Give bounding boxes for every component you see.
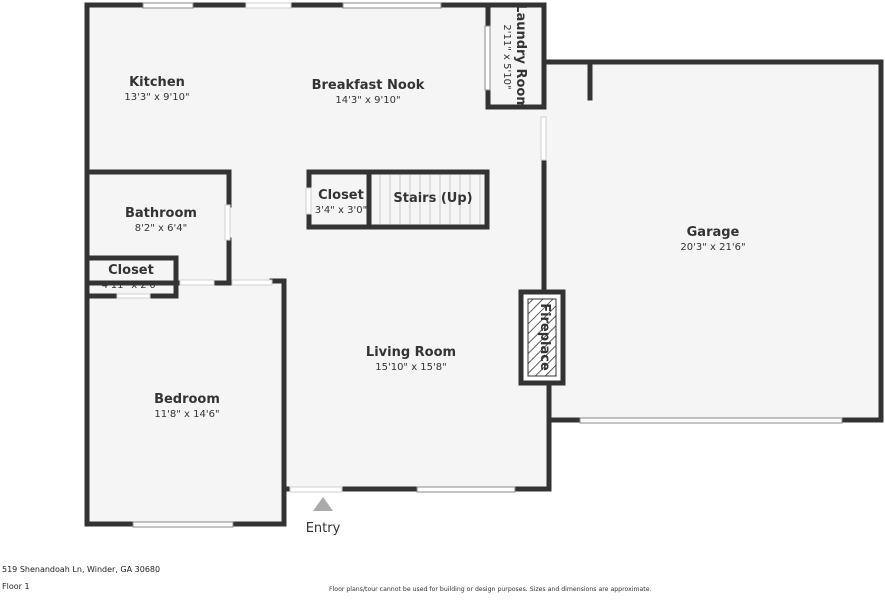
room-dimensions: 11'8" x 14'6" <box>154 409 219 420</box>
entry-arrow-icon <box>313 497 333 511</box>
address-text: 519 Shenandoah Ln, Winder, GA 30680 <box>2 565 161 574</box>
room-stairs: Stairs (Up) <box>393 191 472 206</box>
fireplace-label: Fireplace <box>537 303 552 371</box>
room-garage: Garage 20'3" x 21'6" <box>680 225 745 253</box>
room-name: Living Room <box>366 345 456 360</box>
room-dimensions: 8'2" x 6'4" <box>135 223 187 234</box>
room-kitchen: Kitchen 13'3" x 9'10" <box>124 75 189 103</box>
room-bedroom: Bedroom 11'8" x 14'6" <box>154 392 220 420</box>
room-name: Bathroom <box>125 206 197 221</box>
room-name: Laundry Room <box>513 4 528 110</box>
room-dimensions: 15'10" x 15'8" <box>375 362 447 373</box>
fireplace: Fireplace <box>518 289 566 386</box>
room-name: Stairs (Up) <box>393 191 472 206</box>
room-living: Living Room 15'10" x 15'8" <box>366 345 456 373</box>
floor-fill <box>87 5 881 524</box>
room-laundry: Laundry Room 2'11" x 5'10" <box>501 4 528 110</box>
stairs-treads <box>379 175 481 224</box>
room-name: Bedroom <box>154 392 220 407</box>
room-dimensions: 13'3" x 9'10" <box>124 92 189 103</box>
room-name: Kitchen <box>129 75 185 90</box>
room-bathroom: Bathroom 8'2" x 6'4" <box>125 206 197 234</box>
room-dimensions: 3'4" x 3'0" <box>315 205 367 216</box>
room-dimensions: 2'11" x 5'10" <box>501 24 512 89</box>
room-name: Garage <box>687 225 740 240</box>
room-dimensions: 4'11" x 2'0" <box>102 280 161 291</box>
room-name: Closet <box>318 188 364 203</box>
room-closet-center: Closet 3'4" x 3'0" <box>315 188 367 216</box>
entry-label: Entry <box>306 521 341 536</box>
disclaimer-text: Floor plans/tour cannot be used for buil… <box>329 586 652 593</box>
windows <box>116 2 843 528</box>
floor-label: Floor 1 <box>2 582 30 591</box>
room-name: Breakfast Nook <box>312 78 425 93</box>
room-name: Closet <box>108 263 154 278</box>
room-dimensions: 14'3" x 9'10" <box>335 95 400 106</box>
room-dimensions: 20'3" x 21'6" <box>680 242 745 253</box>
room-closet-bedroom: Closet 4'11" x 2'0" <box>102 263 161 291</box>
room-breakfast-nook: Breakfast Nook 14'3" x 9'10" <box>312 78 425 106</box>
